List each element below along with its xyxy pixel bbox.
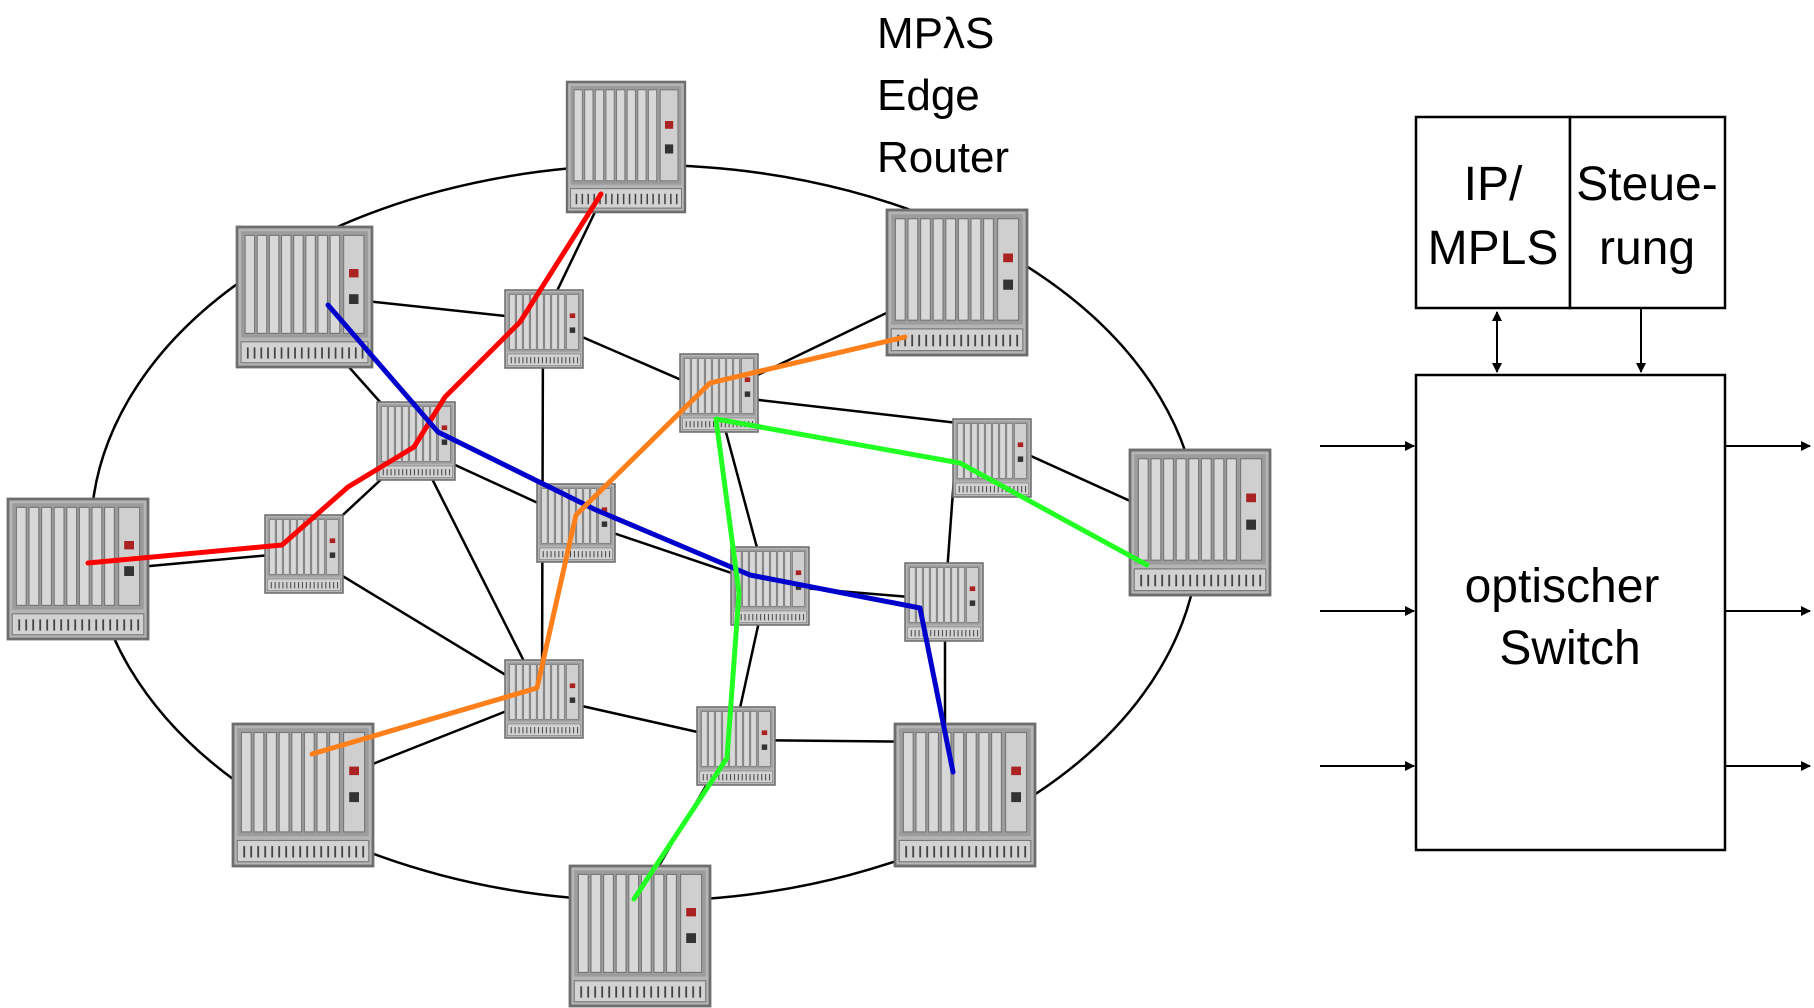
path-red xyxy=(85,191,604,566)
router-core-1 xyxy=(504,289,584,369)
optical-switch-box xyxy=(1414,373,1727,852)
steuerung-box xyxy=(1568,115,1727,310)
router-core-8 xyxy=(904,562,984,642)
router-core-6 xyxy=(952,418,1032,498)
router-core-9 xyxy=(504,659,584,739)
path-orange xyxy=(309,334,908,757)
io-arrows xyxy=(1320,441,1811,771)
router-edge-left xyxy=(6,497,150,641)
router-edge-upper-left xyxy=(235,225,374,369)
title-line-2: Edge xyxy=(877,71,980,120)
title-line-3: Router xyxy=(877,133,1009,182)
steuerung-label-2: rung xyxy=(1599,222,1695,275)
path-green xyxy=(631,416,1150,902)
router-core-10 xyxy=(696,706,776,786)
optical-switch-label-1: optischer xyxy=(1465,560,1660,613)
router-edge-upper-right xyxy=(885,208,1029,357)
path-blue xyxy=(325,302,956,775)
title-line-1: MPλS xyxy=(877,9,994,58)
ip-mpls-label-2: MPLS xyxy=(1428,222,1559,275)
optical-switch-label-2: Switch xyxy=(1499,622,1640,675)
router-edge-top xyxy=(565,80,687,214)
ip-mpls-box xyxy=(1414,115,1572,310)
ip-mpls-label-1: IP/ xyxy=(1464,158,1523,211)
router-edge-right xyxy=(1128,448,1272,597)
router-edge-lower-right xyxy=(893,722,1037,868)
router-edge-lower-left xyxy=(231,722,375,868)
steuerung-label-1: Steue- xyxy=(1576,158,1717,211)
